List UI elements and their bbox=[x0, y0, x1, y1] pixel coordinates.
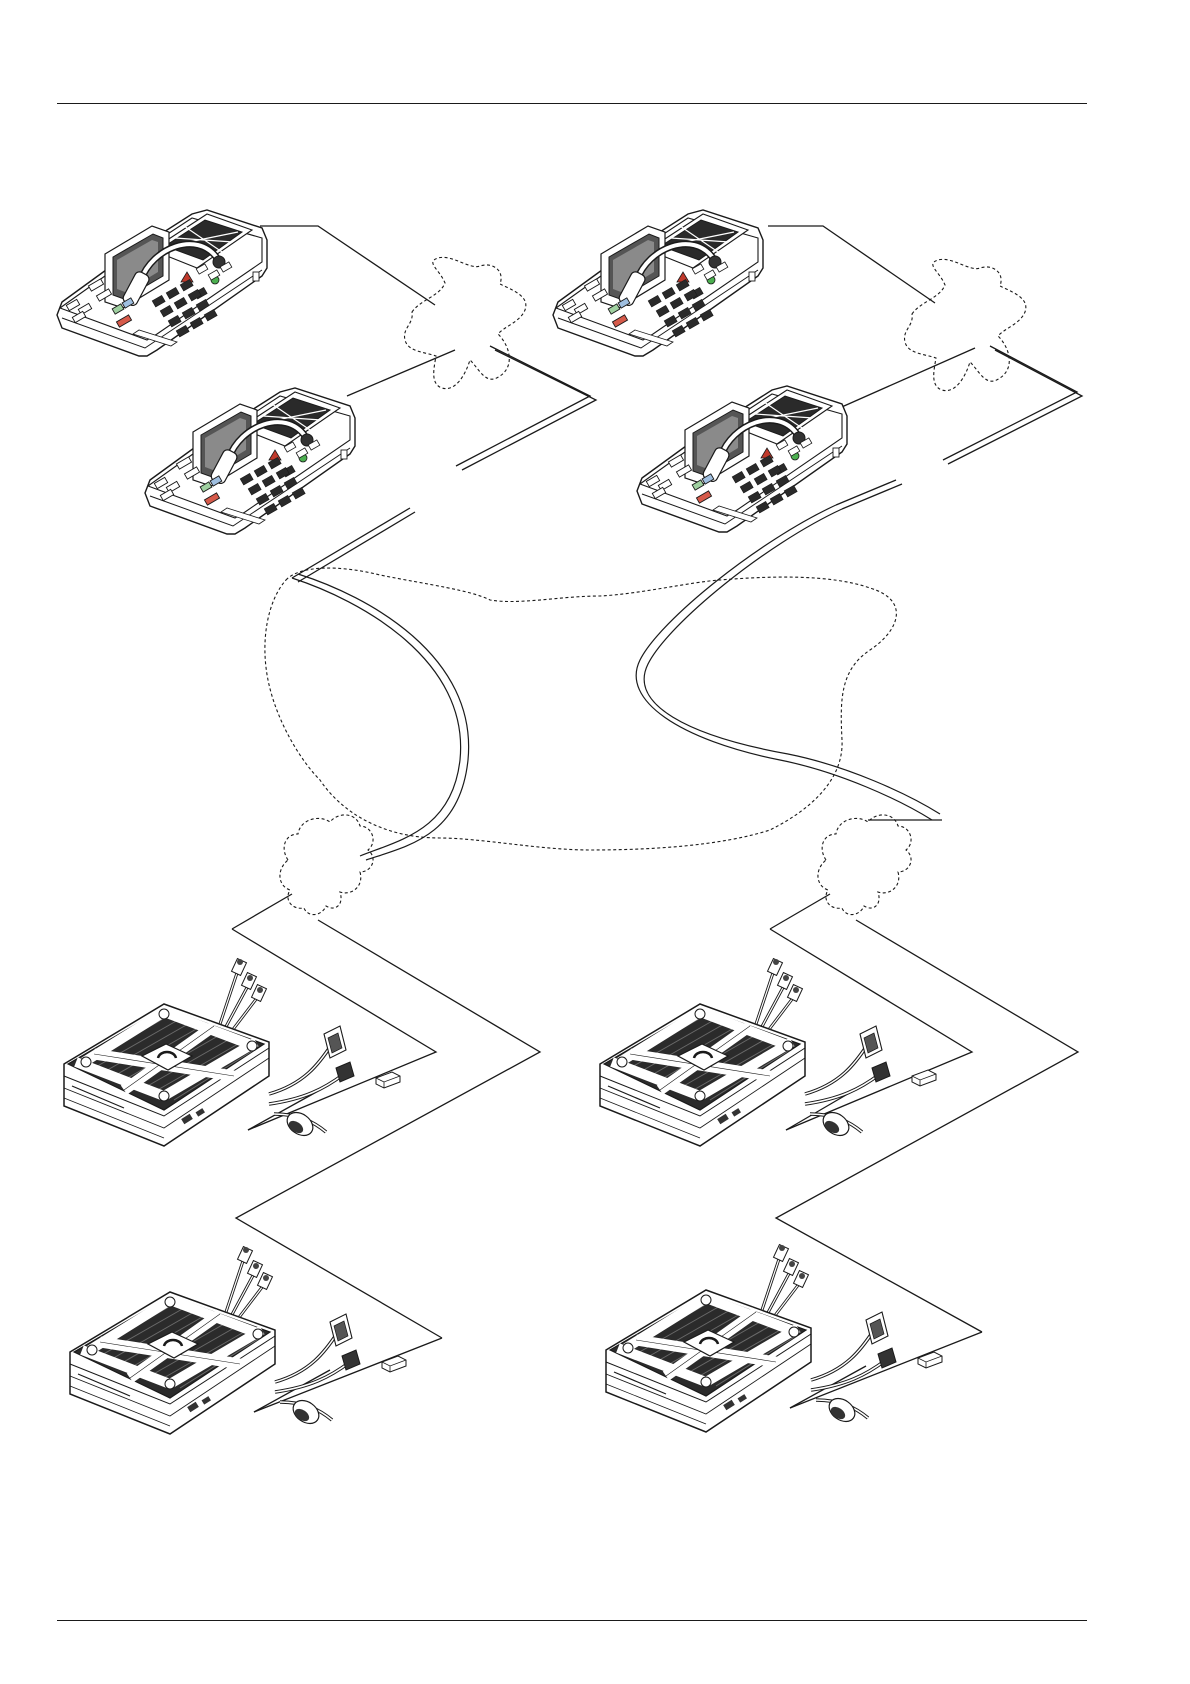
mobile-radio-icon bbox=[600, 959, 890, 1146]
terminator-box-icon bbox=[918, 1352, 942, 1368]
cloud-console-left bbox=[405, 257, 526, 388]
desk-console-icon bbox=[553, 210, 763, 356]
desk-console-icon bbox=[637, 386, 847, 532]
cloud-central bbox=[265, 568, 896, 850]
cloud-radio-left bbox=[280, 815, 373, 915]
mobile-radio-icon bbox=[64, 959, 354, 1146]
footer-rule bbox=[57, 1620, 1087, 1621]
desk-console-icon bbox=[145, 388, 355, 534]
desk-console-icon bbox=[57, 210, 267, 356]
cloud-radio-right bbox=[818, 815, 911, 915]
network-clouds bbox=[265, 257, 1026, 914]
connection-lines bbox=[232, 226, 1082, 1412]
terminator-box-icon bbox=[912, 1070, 936, 1086]
mobile-radio-icon bbox=[606, 1245, 896, 1432]
terminator-box-icon bbox=[382, 1356, 406, 1372]
mobile-radio-icon bbox=[70, 1247, 360, 1434]
terminator-box-icon bbox=[376, 1072, 400, 1088]
central-cables bbox=[292, 505, 940, 860]
